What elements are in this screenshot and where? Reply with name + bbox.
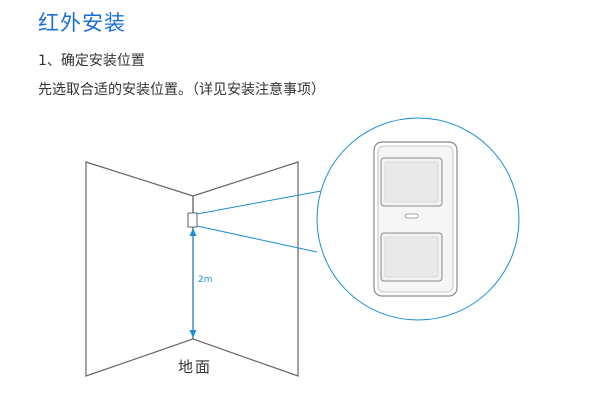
step-heading: 1、确定安装位置 bbox=[38, 53, 145, 69]
right-wall bbox=[192, 161, 299, 377]
callout-lines bbox=[196, 190, 322, 253]
indicator-led bbox=[404, 213, 419, 219]
height-dimension bbox=[189, 228, 197, 338]
pir-sensor-device bbox=[373, 141, 458, 297]
height-label: 2m bbox=[198, 275, 213, 285]
step-description: 先选取合适的安装位置。（详见安装注意事项） bbox=[38, 82, 325, 98]
left-wall bbox=[85, 161, 194, 377]
sensor-mounted bbox=[187, 212, 198, 228]
section-title: 红外安装 bbox=[38, 11, 126, 35]
floor-label: 地面 bbox=[178, 358, 213, 376]
